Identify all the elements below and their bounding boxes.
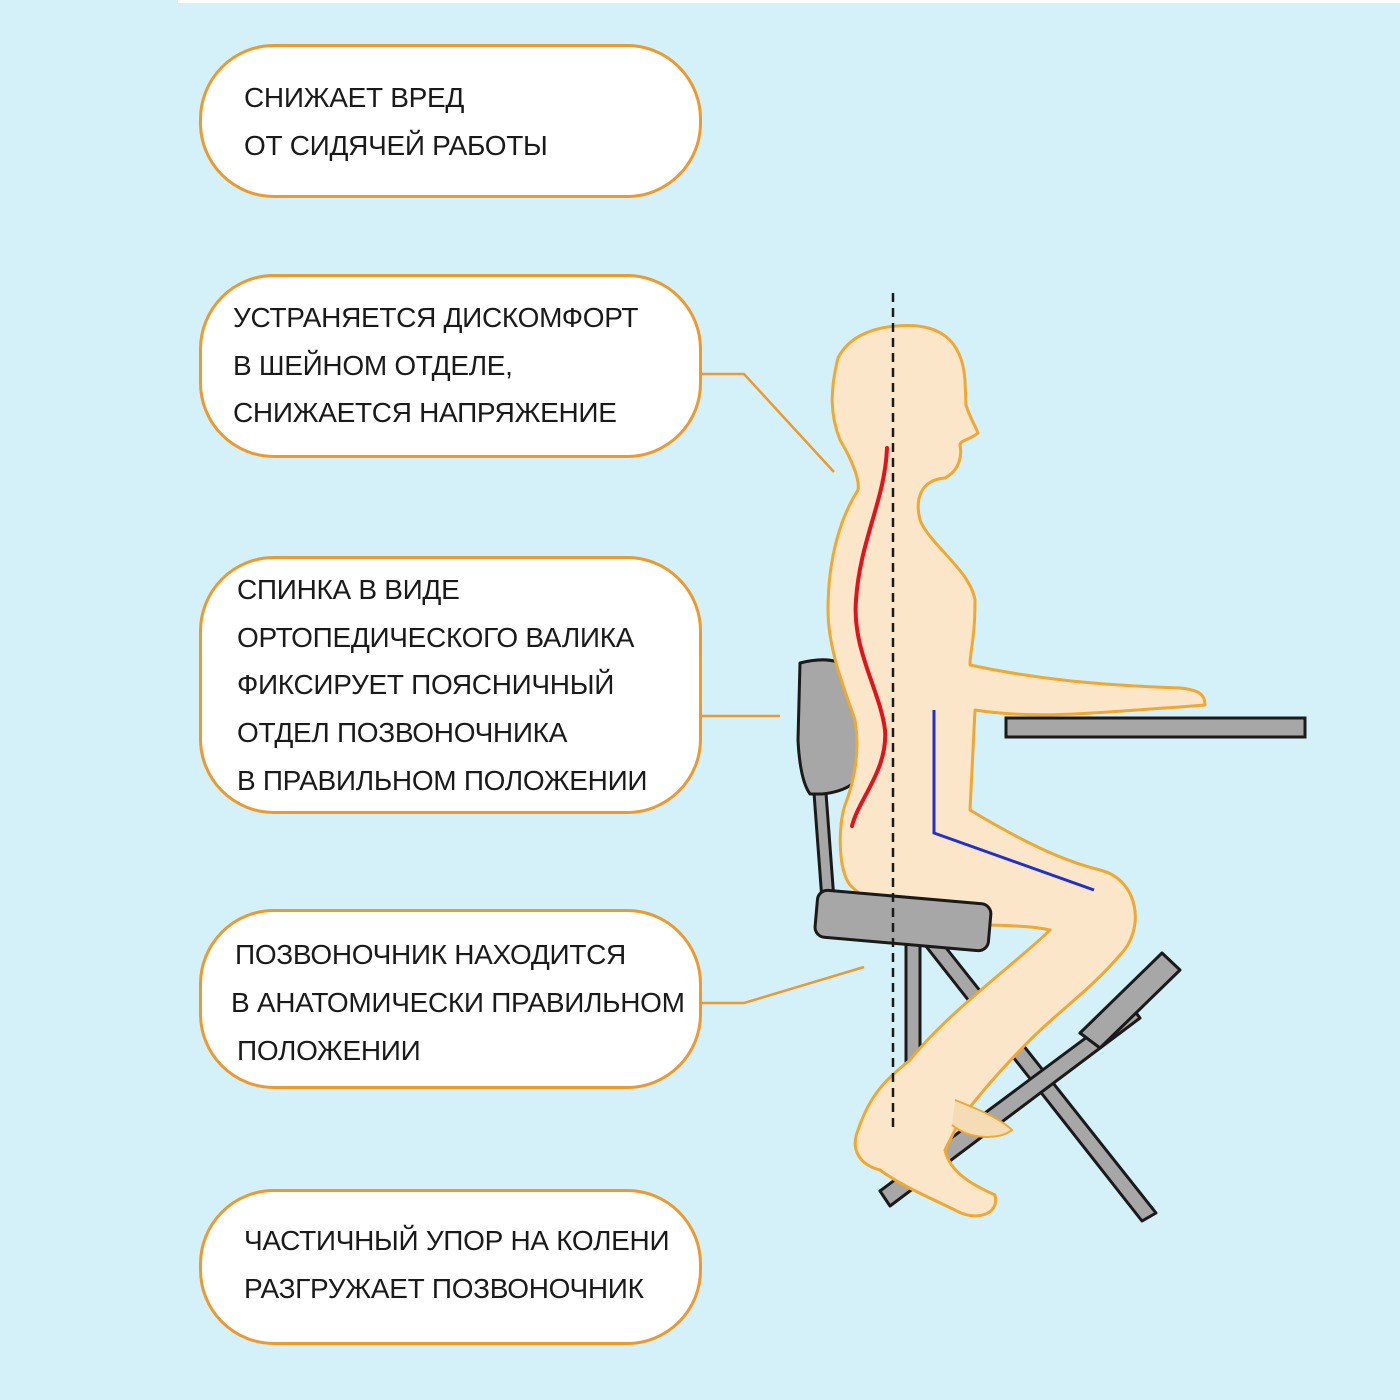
callout-line: ФИКСИРУЕТ ПОЯСНИЧНЫЙ [237, 669, 615, 700]
rear-leg-icon [951, 1099, 1014, 1138]
callout-spine-position: ПОЗВОНОЧНИК НАХОДИТСЯ В АНАТОМИЧЕСКИ ПРА… [199, 909, 702, 1089]
callout-knee-support: ЧАСТИЧНЫЙ УПОР НА КОЛЕНИ РАЗГРУЖАЕТ ПОЗВ… [199, 1189, 702, 1345]
callout-line: РАЗГРУЖАЕТ ПОЗВОНОЧНИК [244, 1273, 644, 1304]
callout-line: ОТДЕЛ ПОЗВОНОЧНИКА [237, 717, 568, 748]
callout-line: В ПРАВИЛЬНОМ ПОЛОЖЕНИИ [237, 765, 648, 796]
spine-curve-icon [850, 446, 889, 828]
connector-line-neck [702, 372, 835, 473]
callout-line: ОТ СИДЯЧЕЙ РАБОТЫ [244, 130, 548, 161]
callout-line: УСТРАНЯЕТСЯ ДИСКОМФОРТ [233, 302, 639, 333]
callout-line: В АНАТОМИЧЕСКИ ПРАВИЛЬНОМ [231, 987, 685, 1018]
top-border [178, 0, 1400, 3]
callout-line: СНИЖАЕТ ВРЕД [244, 82, 465, 113]
callout-reduces-harm: СНИЖАЕТ ВРЕД ОТ СИДЯЧЕЙ РАБОТЫ [199, 44, 702, 198]
posture-angle-icon [932, 710, 1095, 892]
callout-line: В ШЕЙНОМ ОТДЕЛЕ, [233, 350, 513, 381]
body-silhouette-icon [826, 323, 1207, 1218]
callout-line: ОРТОПЕДИЧЕСКОГО ВАЛИКА [237, 622, 635, 653]
callout-line: ПОЗВОНОЧНИК НАХОДИТСЯ [235, 939, 626, 970]
chair-seat-icon [813, 888, 993, 953]
callout-line: ПОЛОЖЕНИИ [237, 1035, 421, 1066]
callout-line: СНИЖАЕТСЯ НАПРЯЖЕНИЕ [233, 397, 617, 428]
callout-backrest-roller: СПИНКА В ВИДЕ ОРТОПЕДИЧЕСКОГО ВАЛИКА ФИК… [199, 556, 702, 814]
callout-line: ЧАСТИЧНЫЙ УПОР НА КОЛЕНИ [244, 1225, 670, 1256]
connector-line-spine [702, 965, 865, 1005]
callout-line: СПИНКА В ВИДЕ [237, 574, 460, 605]
callout-neck-comfort: УСТРАНЯЕТСЯ ДИСКОМФОРТ В ШЕЙНОМ ОТДЕЛЕ, … [199, 274, 702, 458]
desk-icon [1004, 716, 1307, 739]
